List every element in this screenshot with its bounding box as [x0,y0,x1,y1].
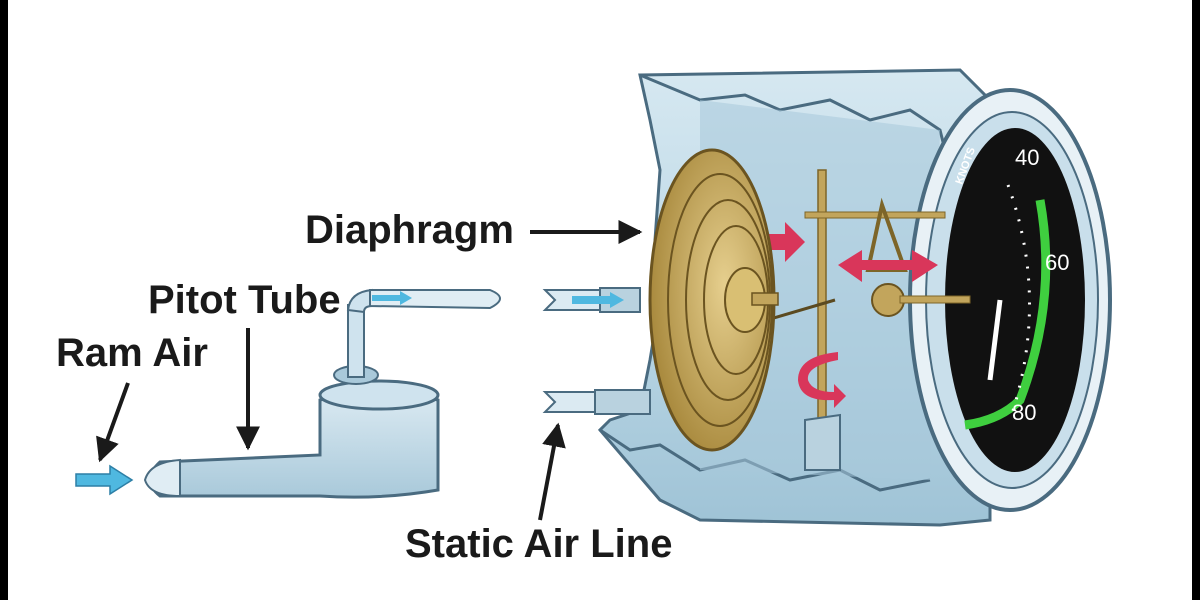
dial-number-60: 60 [1045,250,1069,275]
frame-left-border [0,0,8,600]
dial-face [945,128,1085,472]
static-line-connector-fitting [594,389,651,415]
frame-right-border [1192,0,1200,600]
sector-rod [804,211,946,219]
pitot-cylinder-top [318,379,440,411]
dial-number-80: 80 [1012,400,1036,425]
ram-air-flow-arrow [75,464,134,496]
pitot-internal-airflow-arrow [372,291,412,305]
dial-needle [987,299,1003,381]
dial-number-40: 40 [1015,145,1039,170]
pitot-tube-label: Pitot Tube [148,278,341,322]
static-line-connector [542,389,651,415]
static-line-connector-jaw [542,391,596,413]
ram-air-callout-arrow [96,382,130,463]
pitot-elbow [346,288,373,314]
pitot-line-connector [542,287,641,313]
pinion-gear [871,283,905,317]
diaphragm [648,148,779,452]
mechanism-base [804,413,841,471]
diaphragm-post [751,292,779,306]
pitot-line-airflow-arrow [572,292,624,308]
pitot-tube-assembly [143,288,501,499]
needle-shaft [899,295,971,304]
green-arc [964,199,1051,430]
static-air-line-label: Static Air Line [405,522,672,566]
case-cutaway-top [639,73,952,171]
static-air-line-callout-arrow [538,422,566,521]
ram-air-label: Ram Air [56,331,208,375]
pitot-nose [143,458,181,498]
rocking-shaft [817,169,827,421]
pitot-vertical-pipe [347,304,365,378]
sector-motion-arrow [838,250,938,282]
diaphragm-label: Diaphragm [305,208,514,252]
shaft-rotation-arrow [798,352,846,408]
airspeed-dial: KNOTS 40 60 80 [945,128,1085,472]
